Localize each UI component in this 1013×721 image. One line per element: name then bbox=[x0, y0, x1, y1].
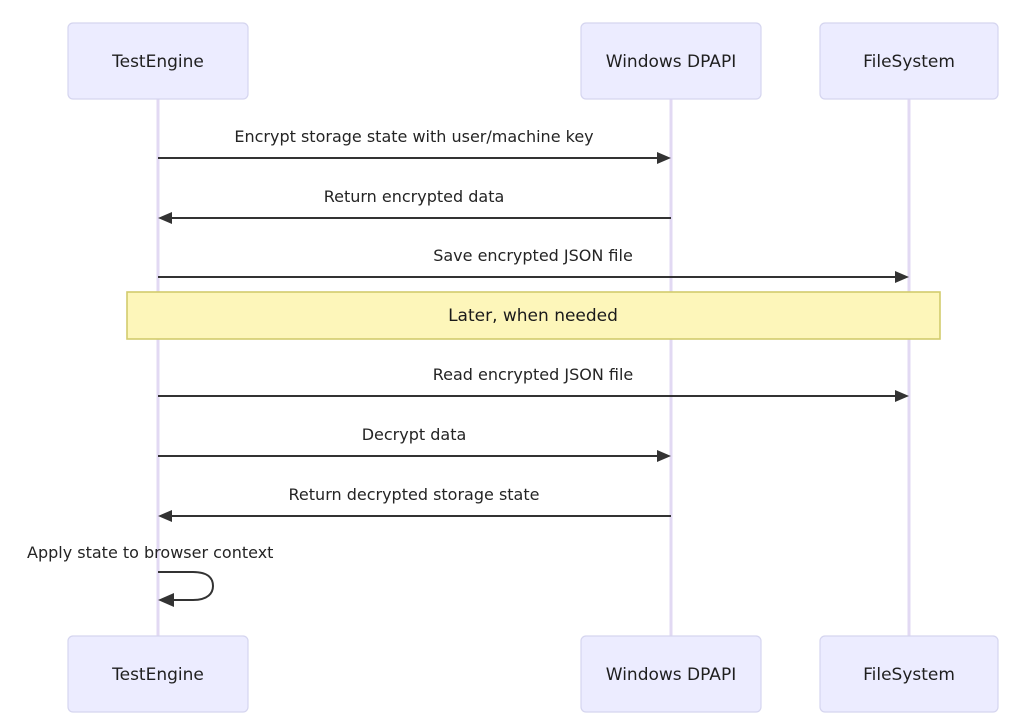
arrow-head-icon bbox=[158, 593, 174, 607]
participant-filesystem-top[interactable]: FileSystem bbox=[819, 22, 999, 100]
arrow-head-icon bbox=[158, 212, 172, 224]
message-label: Return encrypted data bbox=[324, 187, 505, 206]
message-return-encrypted-data[interactable]: Return encrypted data bbox=[158, 187, 671, 224]
message-label: Return decrypted storage state bbox=[289, 485, 540, 504]
arrow-head-icon bbox=[657, 152, 671, 164]
arrow-head-icon bbox=[657, 450, 671, 462]
participant-windows-dpapi-top[interactable]: Windows DPAPI bbox=[580, 22, 762, 100]
participant-windows-dpapi-bottom[interactable]: Windows DPAPI bbox=[580, 635, 762, 713]
note-later-when-needed: Later, when needed bbox=[126, 291, 941, 340]
message-encrypt-storage-state[interactable]: Encrypt storage state with user/machine … bbox=[158, 127, 671, 164]
message-decrypt-data[interactable]: Decrypt data bbox=[158, 425, 671, 462]
lifelines bbox=[156, 99, 911, 638]
participant-label: TestEngine bbox=[111, 52, 204, 72]
message-return-decrypted-storage-state[interactable]: Return decrypted storage state bbox=[158, 485, 671, 522]
message-save-encrypted-json-file[interactable]: Save encrypted JSON file bbox=[158, 246, 909, 283]
participant-box[interactable] bbox=[819, 22, 999, 100]
participant-box[interactable] bbox=[580, 635, 762, 713]
participant-label: FileSystem bbox=[863, 665, 955, 685]
participant-label: TestEngine bbox=[111, 665, 204, 685]
message-label: Save encrypted JSON file bbox=[433, 246, 633, 265]
message-label: Read encrypted JSON file bbox=[433, 365, 634, 384]
participant-testengine-top[interactable]: TestEngine bbox=[67, 22, 249, 100]
message-read-encrypted-json-file[interactable]: Read encrypted JSON file bbox=[158, 365, 909, 402]
participant-box[interactable] bbox=[819, 635, 999, 713]
participant-label: Windows DPAPI bbox=[606, 52, 736, 72]
message-apply-state-to-browser-context[interactable]: Apply state to browser context bbox=[27, 543, 273, 607]
message-label: Apply state to browser context bbox=[27, 543, 273, 562]
participant-box[interactable] bbox=[67, 22, 249, 100]
note-box bbox=[126, 291, 941, 340]
arrow-head-icon bbox=[895, 390, 909, 402]
self-loop-arrow-line bbox=[158, 571, 215, 601]
participant-label: FileSystem bbox=[863, 52, 955, 72]
arrow-head-icon bbox=[158, 510, 172, 522]
arrow-head-icon bbox=[895, 271, 909, 283]
participant-filesystem-bottom[interactable]: FileSystem bbox=[819, 635, 999, 713]
note-label: Later, when needed bbox=[448, 306, 618, 326]
participant-box[interactable] bbox=[67, 635, 249, 713]
participant-box[interactable] bbox=[580, 22, 762, 100]
participant-testengine-bottom[interactable]: TestEngine bbox=[67, 635, 249, 713]
message-label: Encrypt storage state with user/machine … bbox=[234, 127, 593, 146]
participant-label: Windows DPAPI bbox=[606, 665, 736, 685]
message-label: Decrypt data bbox=[362, 425, 467, 444]
